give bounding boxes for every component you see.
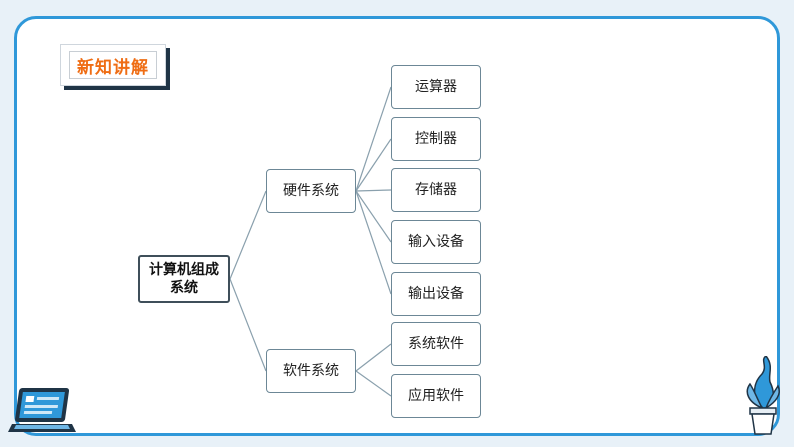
leaf-node-label: 输出设备 <box>408 286 464 302</box>
connector-software-system <box>355 343 392 372</box>
connector-root-software <box>229 278 267 372</box>
connector-hardware-memory <box>355 189 392 192</box>
leaf-node-system-software: 系统软件 <box>391 322 481 366</box>
connector-root-hardware <box>229 190 267 280</box>
software-node: 软件系统 <box>266 349 356 393</box>
leaf-node-application-software: 应用软件 <box>391 374 481 418</box>
connector-software-app <box>355 370 392 397</box>
software-node-label: 软件系统 <box>283 363 339 379</box>
connector-hardware-control <box>355 138 392 192</box>
laptop-icon <box>8 388 76 432</box>
leaf-node-input-device: 输入设备 <box>391 220 481 264</box>
root-node: 计算机组成 系统 <box>138 255 230 303</box>
connector-hardware-input <box>355 190 392 243</box>
section-badge-label: 新知讲解 <box>69 51 157 79</box>
leaf-node-control-unit: 控制器 <box>391 117 481 161</box>
leaf-node-label: 存储器 <box>415 182 457 198</box>
connector-hardware-alu <box>355 86 392 192</box>
leaf-node-label: 运算器 <box>415 79 457 95</box>
leaf-node-alu: 运算器 <box>391 65 481 109</box>
section-badge: 新知讲解 <box>60 44 166 86</box>
leaf-node-label: 控制器 <box>415 131 457 147</box>
hardware-node: 硬件系统 <box>266 169 356 213</box>
leaf-node-label: 输入设备 <box>408 234 464 250</box>
leaf-node-label: 系统软件 <box>408 336 464 352</box>
leaf-node-label: 应用软件 <box>408 388 464 404</box>
hardware-node-label: 硬件系统 <box>283 183 339 199</box>
leaf-node-memory: 存储器 <box>391 168 481 212</box>
potted-plant-icon <box>746 356 780 435</box>
connector-hardware-output <box>355 190 392 295</box>
leaf-node-output-device: 输出设备 <box>391 272 481 316</box>
root-node-label: 计算机组成 系统 <box>149 262 219 296</box>
